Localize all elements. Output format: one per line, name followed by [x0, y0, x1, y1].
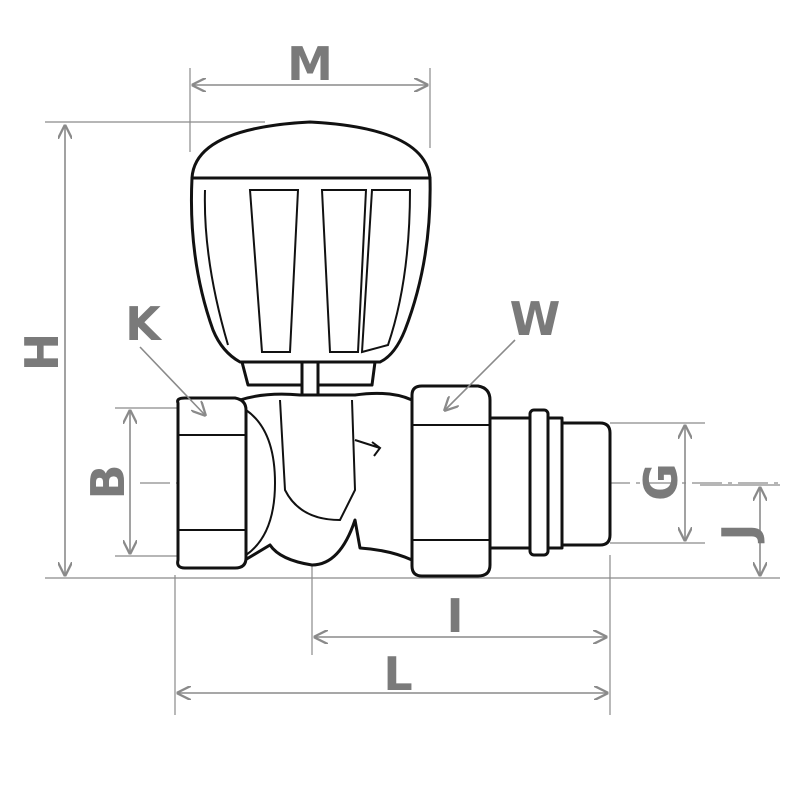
dimension-lines	[65, 85, 760, 693]
valve-illustration	[176, 120, 612, 578]
label-L: L	[383, 647, 412, 701]
label-K: K	[125, 297, 163, 351]
leader-K	[139, 346, 205, 415]
label-W: W	[510, 292, 561, 346]
label-I: I	[446, 589, 463, 643]
label-B: B	[81, 464, 135, 499]
label-G: G	[634, 463, 688, 501]
leader-W	[445, 339, 516, 410]
label-H: H	[15, 333, 69, 372]
label-J: J	[712, 523, 766, 543]
dimension-labels: M H K W B G J I L	[15, 37, 766, 701]
label-M: M	[287, 37, 333, 91]
